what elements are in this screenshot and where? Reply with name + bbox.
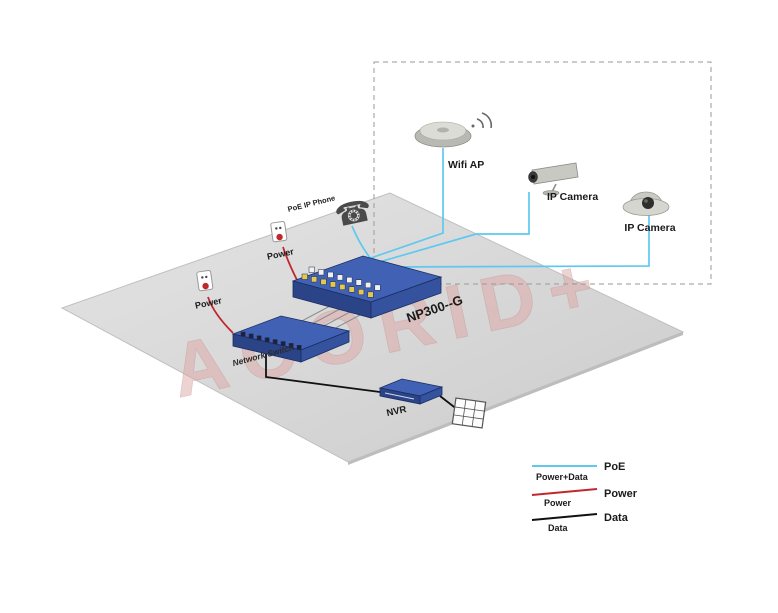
poe-cable-wifi-ap — [367, 148, 444, 260]
outlet-plug — [276, 233, 283, 241]
grid-line — [454, 406, 485, 412]
phone-icon: ☎ — [332, 194, 375, 234]
outlet-plate — [270, 221, 288, 243]
switch-port — [296, 345, 302, 350]
switch-port — [301, 273, 308, 280]
wifi-ap-label: Wifi AP — [448, 159, 484, 171]
wifi-ap — [414, 112, 493, 148]
power-cables — [207, 246, 298, 334]
nvr-slot — [384, 392, 415, 400]
legend-line-power — [531, 488, 598, 496]
wifi-arc — [481, 112, 493, 129]
camera-lens-glass — [531, 175, 535, 179]
wifi-arc — [476, 118, 484, 129]
uplink-cable — [309, 308, 341, 326]
nvr-label: NVR — [386, 404, 408, 419]
switch-port — [346, 276, 353, 283]
legend-line-data — [531, 513, 598, 521]
power-cable-main-switch — [282, 246, 298, 281]
poe-cable-phone — [351, 225, 372, 260]
main-switch-ports-row1 — [308, 266, 381, 291]
switch-port — [367, 291, 374, 298]
poe-phone-label: PoE IP Phone — [287, 193, 336, 213]
switch-port — [240, 331, 246, 337]
switch-port — [256, 335, 262, 341]
switch-port — [311, 276, 318, 283]
outlet-hole — [201, 276, 204, 279]
ip-camera-box-label: IP Camera — [547, 191, 598, 203]
switch-port — [365, 282, 372, 289]
data-cable-switch-nvr — [265, 354, 381, 393]
power-cable-network-switch — [207, 296, 234, 334]
legend-name-data: Data — [604, 512, 629, 524]
power-outlet-left — [196, 270, 214, 292]
ip-camera-dome — [622, 191, 670, 216]
switch-port — [272, 339, 278, 345]
switch-port — [320, 278, 327, 285]
network-switch-ports — [240, 331, 302, 350]
ip-camera-dome-label: IP Camera — [624, 222, 675, 234]
uplink-cable — [299, 305, 331, 323]
outlet-hole — [205, 275, 208, 279]
dome-lens — [642, 197, 654, 209]
grid-line — [453, 414, 484, 420]
outlet-hole — [275, 227, 278, 230]
legend-name-power: Power — [604, 488, 638, 500]
switch-port — [358, 289, 365, 296]
switch-port — [348, 286, 355, 293]
outlet-hole — [279, 226, 282, 230]
main-switch — [291, 255, 443, 319]
switch-port — [288, 343, 294, 348]
switch-port — [327, 271, 334, 278]
video-wall-icon — [451, 397, 487, 429]
switch-port — [374, 284, 381, 291]
legend-line-label-poe: Power+Data — [536, 472, 589, 482]
nvr-side — [419, 386, 443, 405]
dome-lens-highlight — [644, 199, 648, 203]
switch-port — [336, 274, 343, 281]
power-outlet-top — [270, 221, 288, 243]
network-switch-side — [300, 330, 350, 363]
wifi-signal-icon — [471, 112, 493, 129]
camera-base — [542, 190, 560, 196]
main-switch-ports-row2 — [301, 273, 374, 298]
nvr — [378, 378, 444, 405]
wifi-ap-button — [437, 127, 449, 133]
poe-cable-ip-camera-box — [375, 192, 530, 264]
legend-line-label-data: Data — [548, 523, 569, 533]
grid-line — [461, 399, 467, 426]
switch-port — [339, 283, 346, 290]
main-switch-side — [370, 276, 442, 319]
ip-camera-box — [528, 162, 579, 196]
switch-port — [355, 279, 362, 286]
legend-line-label-power: Power — [544, 498, 572, 508]
poe-cable-ip-camera-dome — [383, 214, 650, 268]
outlet-plate — [196, 270, 214, 292]
outlet-plug — [202, 282, 209, 290]
switch-port — [318, 269, 325, 276]
switch-port — [280, 341, 286, 346]
poe-cables — [351, 148, 650, 268]
network-switch — [231, 315, 351, 363]
floor-platform-edge — [348, 332, 683, 465]
camera-body — [531, 162, 579, 185]
switch-port — [264, 337, 270, 343]
switch-port — [329, 281, 336, 288]
legend-name-poe: PoE — [604, 461, 625, 473]
video-wall-frame — [451, 397, 487, 429]
wifi-dot — [471, 124, 475, 128]
switch-port — [248, 333, 254, 339]
switch-port — [308, 266, 315, 273]
legend: Power+Data PoE Power Power Data Data — [531, 461, 638, 533]
grid-line — [471, 400, 477, 427]
